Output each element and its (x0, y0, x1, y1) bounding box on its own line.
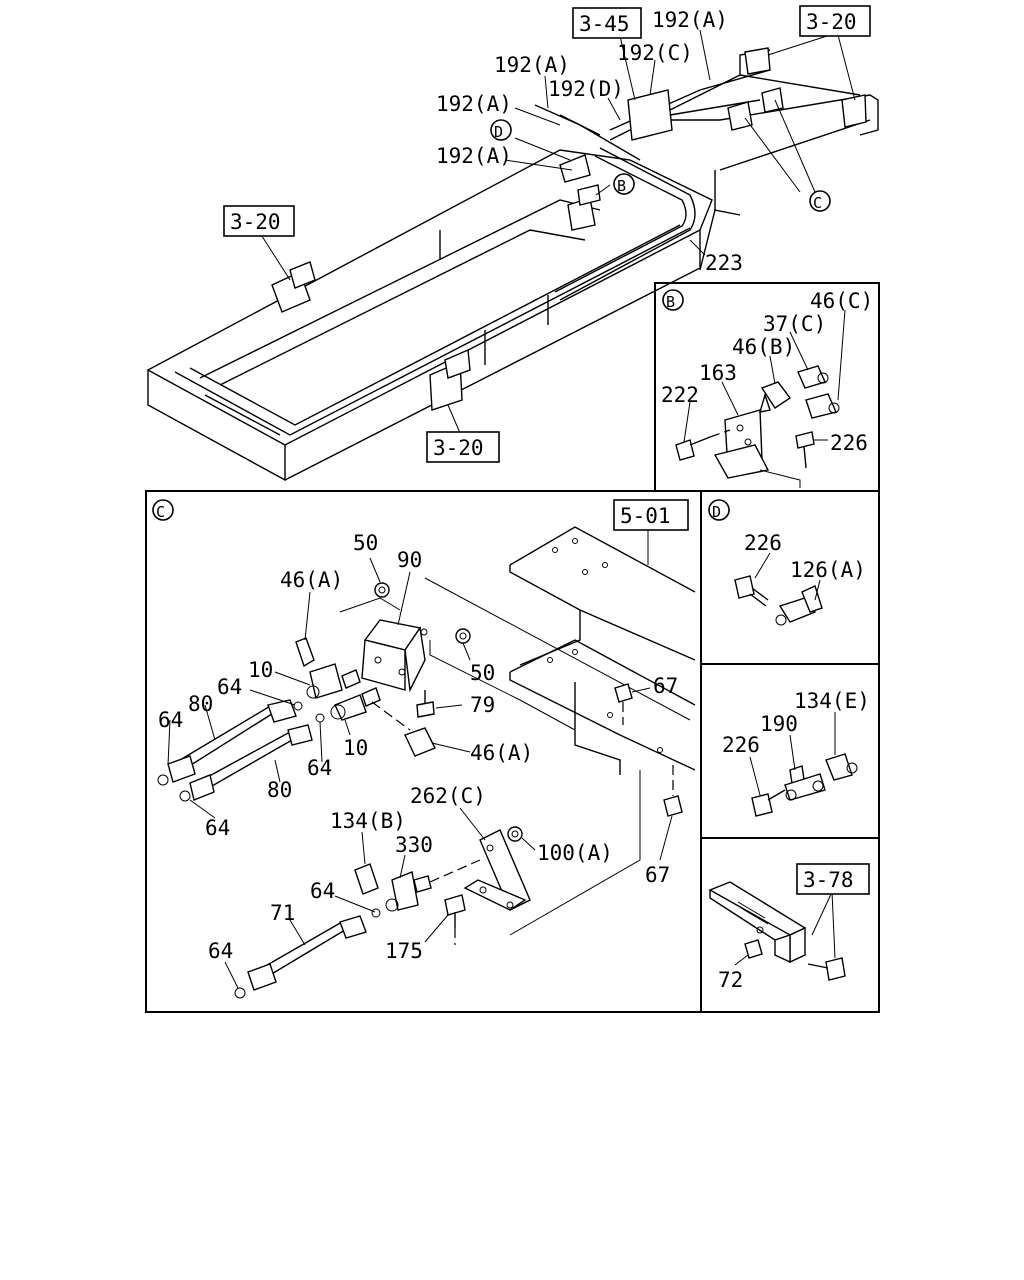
ref-3-45: 3-45 (572, 7, 642, 39)
ref-3-20-bottom: 3-20 (426, 431, 500, 463)
panel-c-175: 175 (385, 939, 423, 963)
callout-c-text: C (813, 194, 822, 212)
overview-leaders (259, 29, 856, 434)
panel-f: 3-78 72 (708, 863, 870, 992)
panel-c-100a: 100(A) (537, 841, 613, 865)
callout-d: D (490, 119, 512, 141)
panel-c-90: 90 (397, 548, 422, 572)
panel-d-226: 226 (744, 531, 782, 555)
callout-b: B (613, 173, 635, 195)
panel-b-163: 163 (699, 361, 737, 385)
ref-3-78-text: 3-78 (803, 868, 854, 892)
panel-e-190: 190 (760, 712, 798, 736)
panel-frames (145, 282, 880, 1013)
label-192a-top: 192(A) (652, 8, 728, 32)
panel-c-262c: 262(C) (410, 784, 486, 808)
panel-f-72: 72 (718, 968, 743, 992)
panel-e: 134(E) 190 226 (722, 689, 870, 817)
chassis-frame (146, 47, 879, 482)
panel-c-10a: 10 (248, 658, 273, 682)
panel-c-50a: 50 (353, 531, 378, 555)
panel-c: C 5-01 (152, 499, 696, 999)
panel-d-tag: D (712, 503, 721, 521)
panel-b-tag: B (666, 293, 675, 311)
panel-c-64c: 64 (307, 756, 332, 780)
panel-c-50b: 50 (470, 661, 495, 685)
ref-5-01-text: 5-01 (620, 504, 671, 528)
panel-b: B 46(C) 37(C) 46(B) 163 222 226 (661, 289, 873, 488)
ref-3-20-left-text: 3-20 (230, 210, 281, 234)
panel-c-64f: 64 (208, 939, 233, 963)
panel-c-67b: 67 (645, 863, 670, 887)
label-192c: 192(C) (617, 41, 693, 65)
callout-d-text: D (494, 123, 503, 141)
label-223: 223 (705, 251, 743, 275)
panel-c-71: 71 (270, 901, 295, 925)
ref-3-20-bottom-text: 3-20 (433, 436, 484, 460)
ref-3-20-left: 3-20 (223, 205, 295, 237)
ref-3-20-top-right-text: 3-20 (806, 10, 857, 34)
panel-c-67a: 67 (653, 674, 678, 698)
panel-b-226: 226 (830, 431, 868, 455)
overview-labels: 192(A) 192(C) 192(A) 192(D) 192(A) 192(A… (436, 8, 743, 275)
panel-e-134e: 134(E) (794, 689, 870, 713)
panel-d-126a: 126(A) (790, 558, 866, 582)
label-192a-4: 192(A) (436, 144, 512, 168)
panel-b-222: 222 (661, 383, 699, 407)
panel-c-64a: 64 (217, 675, 242, 699)
panel-c-80b: 80 (267, 778, 292, 802)
label-192a-2: 192(A) (494, 53, 570, 77)
panel-e-226: 226 (722, 733, 760, 757)
label-192d: 192(D) (548, 77, 624, 101)
panel-c-79: 79 (470, 693, 495, 717)
label-192a-3: 192(A) (436, 92, 512, 116)
callout-c: C (809, 190, 831, 212)
panel-c-tag: C (156, 503, 165, 521)
panel-c-46a-bot: 46(A) (470, 741, 533, 765)
panel-b-46c: 46(C) (810, 289, 873, 313)
panel-c-80a: 80 (188, 692, 213, 716)
ref-3-45-text: 3-45 (579, 12, 630, 36)
panel-b-46b: 46(B) (732, 335, 795, 359)
panel-c-64b: 64 (158, 708, 183, 732)
panel-c-46a-top: 46(A) (280, 568, 343, 592)
panel-c-330: 330 (395, 833, 433, 857)
panel-b-37c: 37(C) (763, 312, 826, 336)
panel-c-64d: 64 (205, 816, 230, 840)
panel-d: D 226 126(A) (708, 499, 866, 626)
callout-b-text: B (617, 177, 626, 195)
panel-c-134b: 134(B) (330, 809, 406, 833)
panel-c-64e: 64 (310, 879, 335, 903)
ref-3-20-top-right: 3-20 (799, 5, 871, 37)
panel-c-10b: 10 (343, 736, 368, 760)
